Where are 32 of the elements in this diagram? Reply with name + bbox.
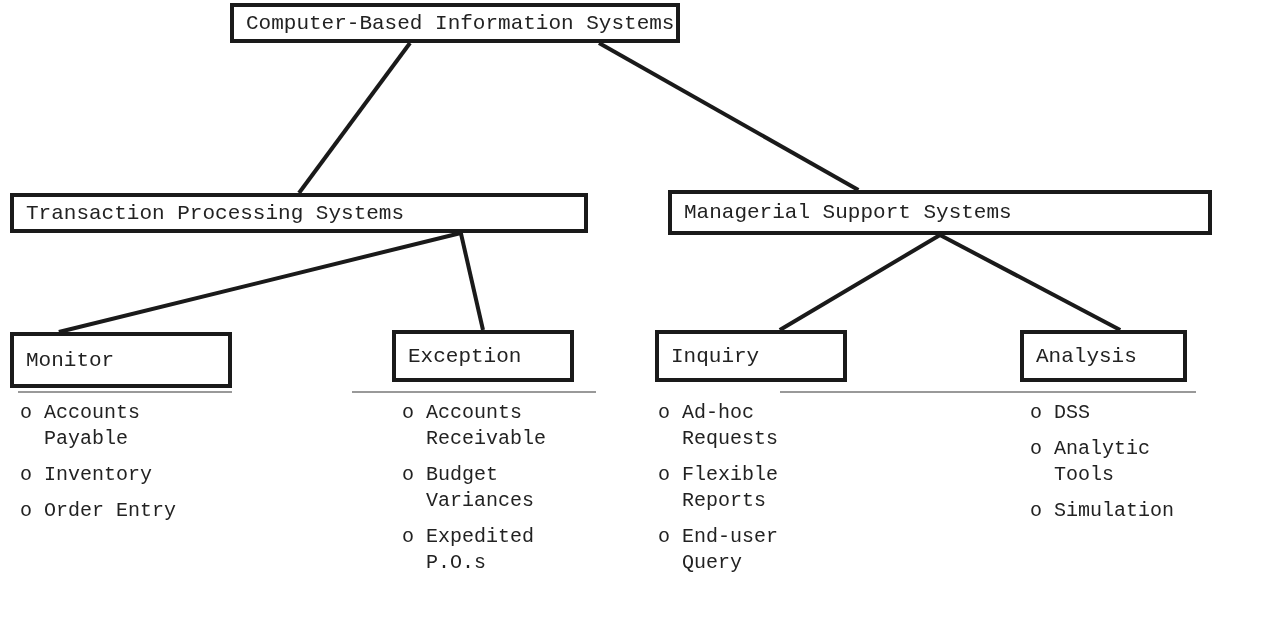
connector-line: [778, 233, 942, 332]
list-item: o Inventory: [20, 462, 154, 488]
box-title: Inquiry: [671, 344, 760, 368]
category-box: [668, 190, 1212, 235]
connector-line: [297, 41, 412, 195]
box-title: Managerial Support Systems: [684, 201, 1012, 224]
category-box: [230, 3, 680, 43]
box-title: Exception: [408, 344, 522, 368]
connector-line: [598, 41, 860, 192]
list-item: o Ad-hoc Requests: [658, 400, 779, 452]
category-box: [655, 330, 847, 382]
box-title: Computer-Based Information Systems: [246, 11, 675, 35]
list-item: o Simulation: [1030, 498, 1174, 524]
list-item: o Accounts Payable: [20, 400, 142, 452]
box-title: Transaction Processing Systems: [26, 201, 405, 225]
box-title: Analysis: [1036, 344, 1137, 368]
category-box: [10, 332, 232, 388]
list-item: o DSS: [1030, 400, 1091, 426]
category-box: [1020, 330, 1187, 382]
list-item: o Analytic Tools: [1030, 436, 1152, 488]
category-box: [392, 330, 574, 382]
list-item: o Order Entry: [20, 498, 176, 524]
list-item: o Accounts Receivable: [402, 400, 548, 452]
box-title: Monitor: [26, 348, 115, 372]
list-item: o Expedited P.O.s: [402, 524, 536, 576]
list-item: o Flexible Reports: [658, 462, 780, 514]
connector-line: [458, 232, 485, 331]
connector-line: [58, 231, 462, 334]
category-box: [10, 193, 588, 233]
list-item: o Budget Variances: [402, 462, 536, 514]
connector-line: [939, 233, 1122, 332]
list-item: o End-user Query: [658, 524, 780, 576]
